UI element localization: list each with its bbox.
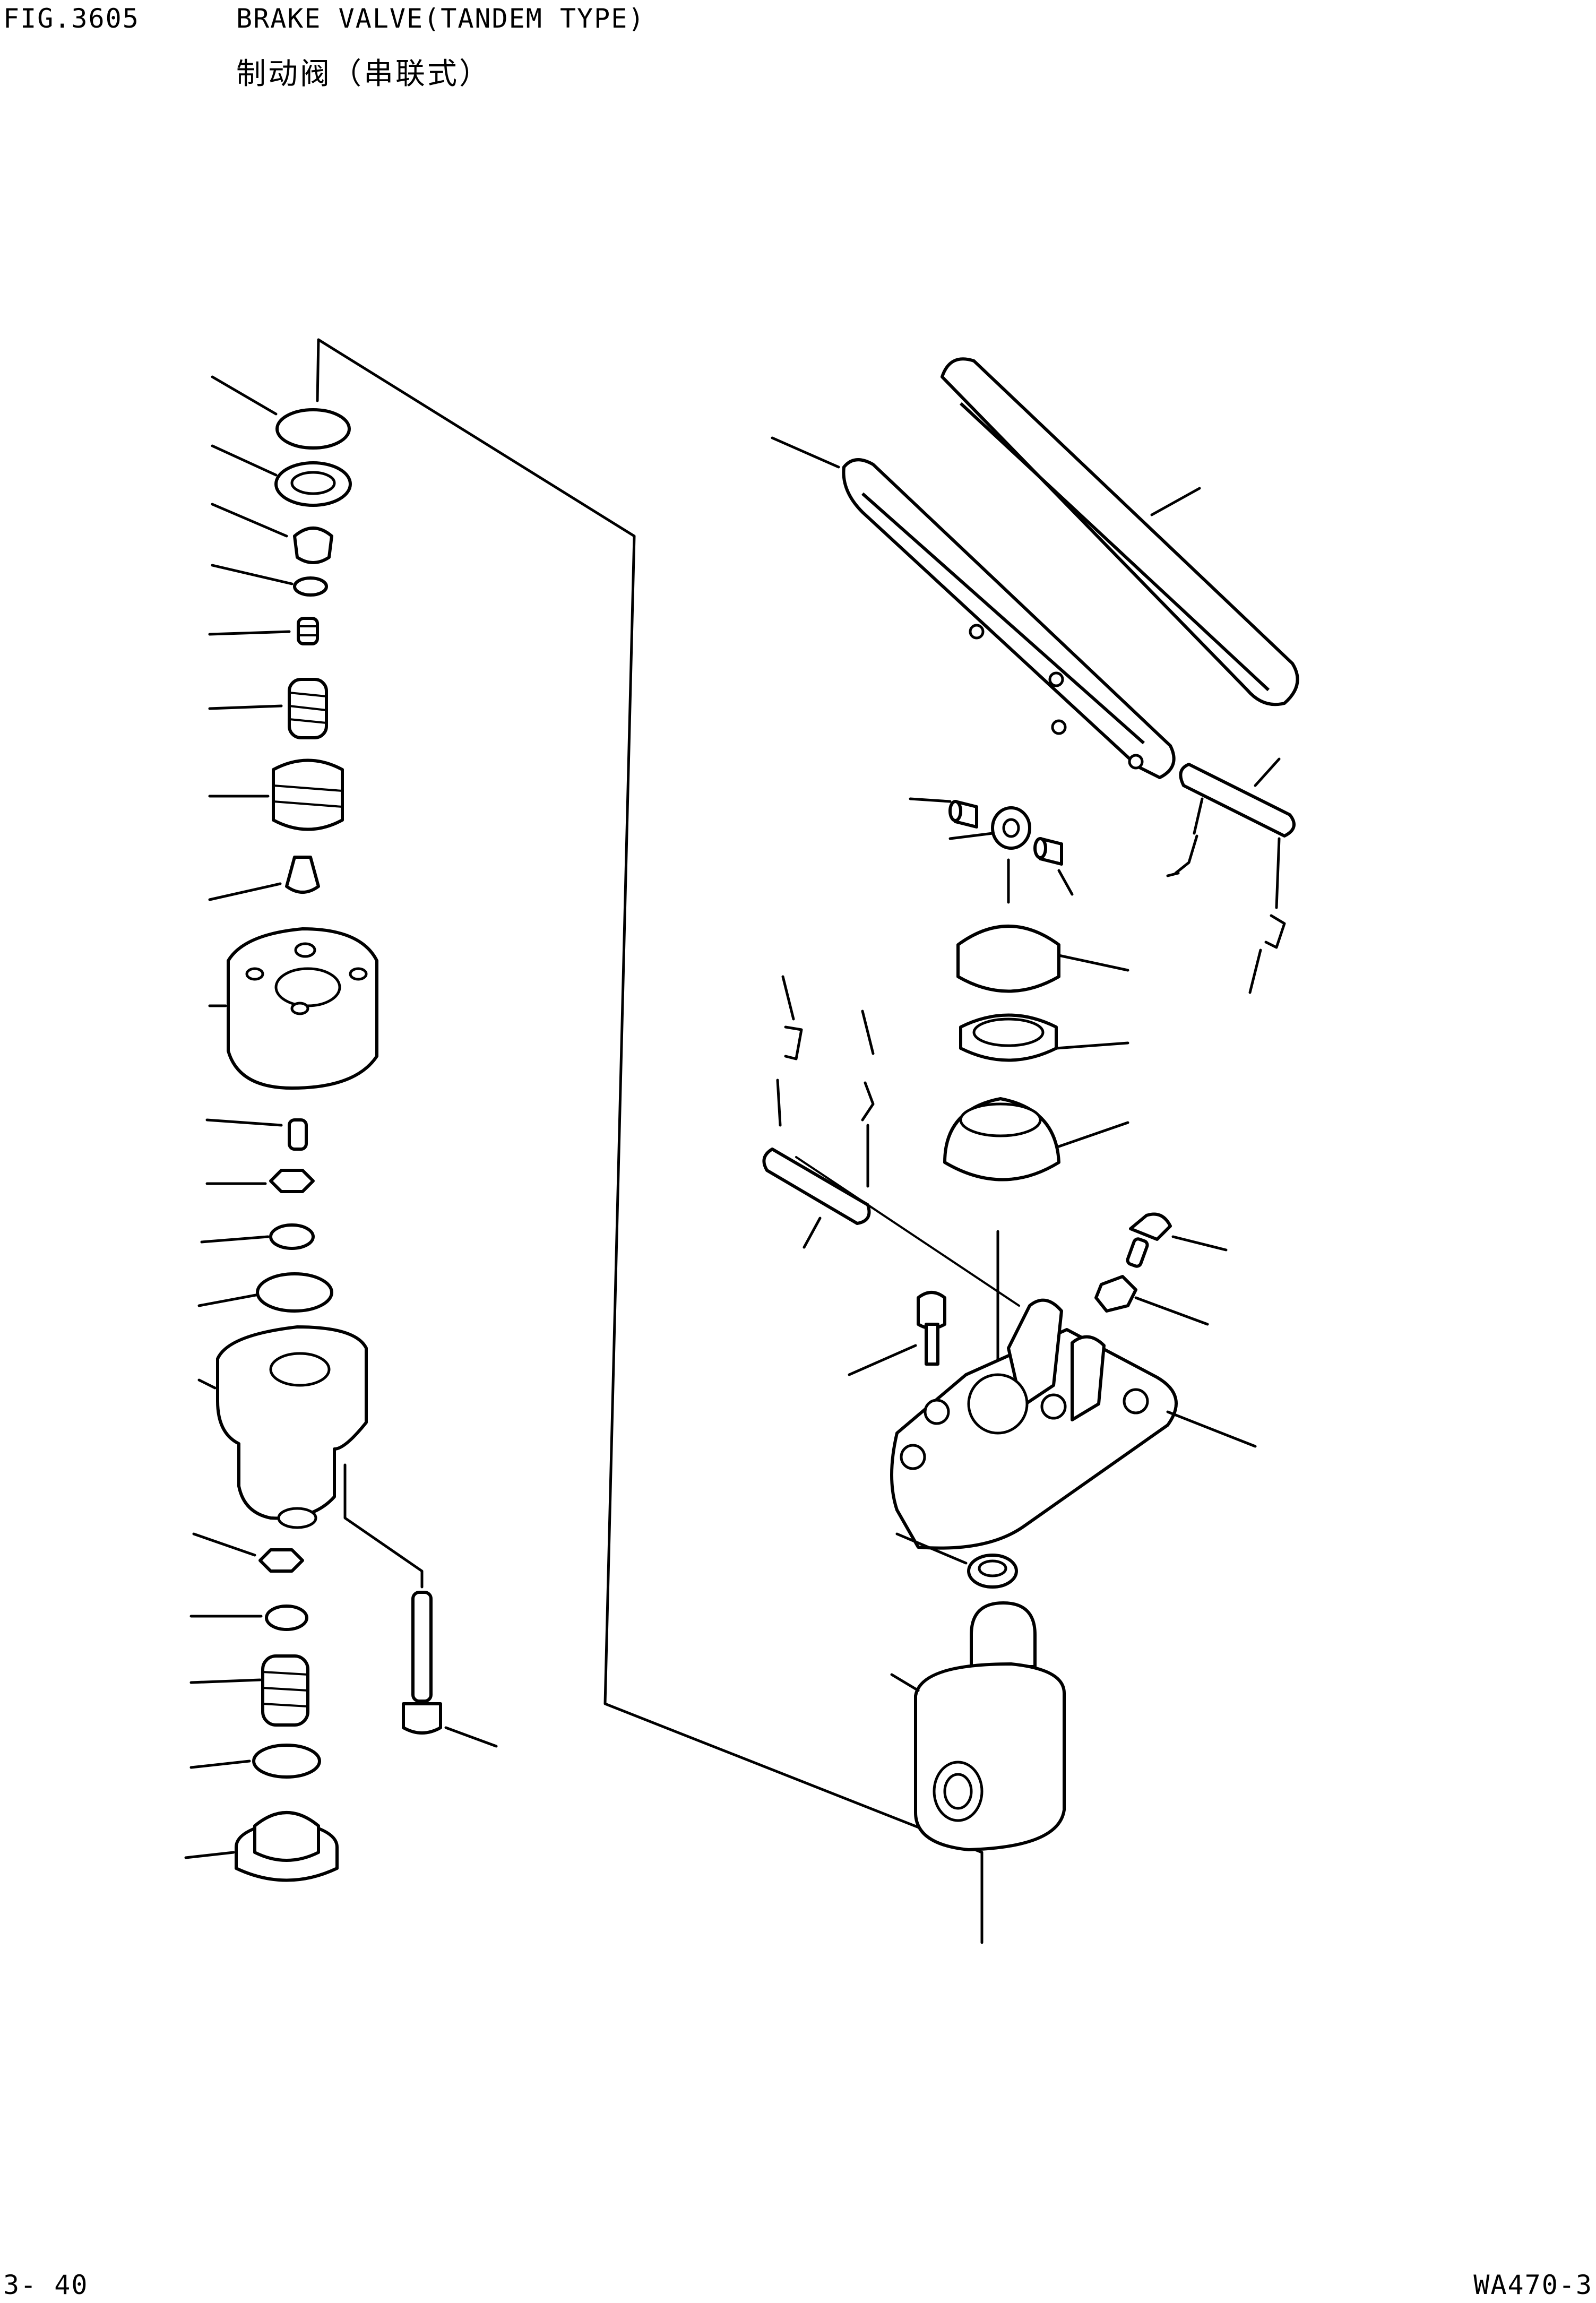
retainer-icon xyxy=(208,856,320,901)
lower-valve-body-icon xyxy=(197,1325,368,1529)
right-pedal-assembly xyxy=(762,357,1299,1851)
cotter-pin-icon xyxy=(1166,797,1204,877)
mounting-plate-icon xyxy=(890,1298,1257,1550)
figure-number: FIG.3605 xyxy=(3,3,140,34)
assembly-centerlines xyxy=(316,338,1020,1944)
wiper-seal-icon xyxy=(959,1013,1129,1062)
figure-title: BRAKE VALVE(TANDEM TYPE) xyxy=(236,3,645,34)
pedal-icon xyxy=(771,357,1299,779)
snap-ring-3-icon xyxy=(189,1605,308,1631)
snap-ring-icon xyxy=(211,564,328,597)
model-code: WA470-3 xyxy=(1473,2270,1593,2300)
o-ring-3-icon xyxy=(189,1744,321,1779)
spring-3-icon xyxy=(189,1654,309,1727)
bottom-cap-icon xyxy=(184,1811,339,1882)
screw-icon xyxy=(1094,1212,1228,1326)
clip-pin-icon xyxy=(762,975,875,1249)
o-ring-2-icon xyxy=(197,1272,333,1313)
lock-washer-2-icon xyxy=(192,1532,304,1573)
bolt-icon xyxy=(343,1463,498,1748)
small-spring-2-icon xyxy=(205,1118,308,1151)
spring-icon xyxy=(208,678,328,739)
left-valve-stack xyxy=(184,375,498,1882)
large-spring-icon xyxy=(208,758,344,831)
plunger-icon xyxy=(211,503,333,564)
lower-valve-housing-icon xyxy=(890,1601,1066,1851)
page-number: 3- 40 xyxy=(3,2270,89,2300)
valve-body-icon xyxy=(208,927,378,1090)
figure-title-chinese: 制动阀（串联式） xyxy=(236,57,491,91)
o-ring-icon xyxy=(211,375,351,450)
lock-washer-icon xyxy=(205,1169,315,1193)
cup-icon xyxy=(943,1097,1129,1181)
pin-icon xyxy=(1179,757,1296,994)
roller-icon xyxy=(909,797,1074,904)
plate-o-ring-icon xyxy=(895,1532,1018,1589)
small-spring-icon xyxy=(208,617,319,645)
boot-icon xyxy=(956,925,1129,993)
seal-icon xyxy=(211,444,352,507)
snap-ring-2-icon xyxy=(200,1223,315,1250)
